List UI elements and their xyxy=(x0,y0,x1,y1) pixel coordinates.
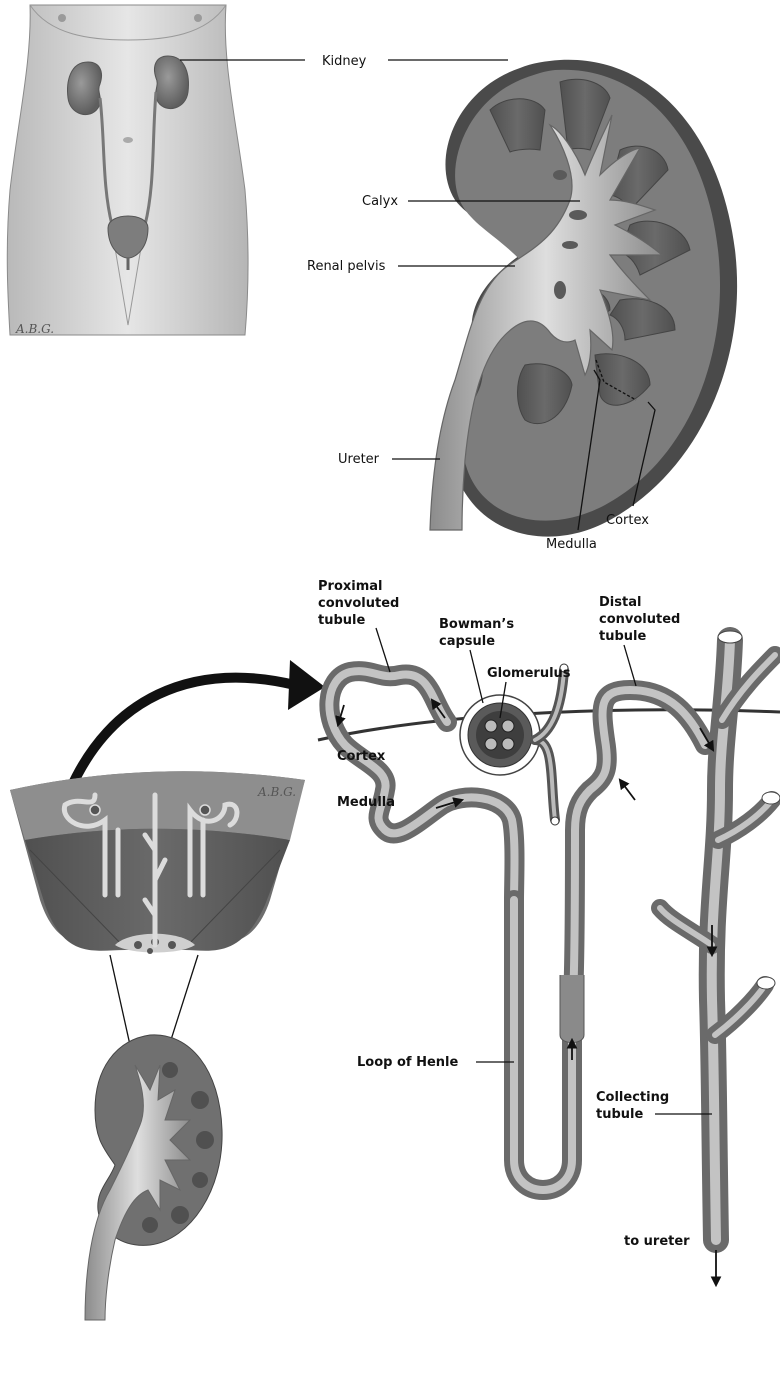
label-distal-2: convoluted xyxy=(599,612,680,627)
right-kidney-small xyxy=(155,56,189,109)
label-kidney: Kidney xyxy=(322,54,367,69)
label-cortex-nephron: Cortex xyxy=(337,749,386,764)
collecting-tubule xyxy=(660,631,780,1240)
label-proximal-1: Proximal xyxy=(318,579,383,594)
artist-mark-top: A.B.G. xyxy=(15,322,54,336)
label-loop-of-henle: Loop of Henle xyxy=(357,1055,458,1070)
torso-illustration: A.B.G. xyxy=(7,5,248,336)
label-bowman-2: capsule xyxy=(439,634,495,649)
label-proximal-2: convoluted xyxy=(318,596,399,611)
small-kidney-section xyxy=(85,1035,222,1320)
kidney-lobe-wedge: A.B.G. xyxy=(10,771,305,954)
left-kidney-small xyxy=(68,62,102,115)
label-ureter: Ureter xyxy=(338,452,380,467)
label-distal-1: Distal xyxy=(599,595,641,610)
label-collecting-1: Collecting xyxy=(596,1090,669,1105)
label-cortex-top: Cortex xyxy=(606,513,649,528)
artist-mark-lobe: A.B.G. xyxy=(257,785,296,799)
label-distal-3: tubule xyxy=(599,629,646,644)
label-to-ureter: to ureter xyxy=(624,1234,690,1249)
label-renal-pelvis: Renal pelvis xyxy=(307,259,386,274)
kidney-cross-section xyxy=(430,60,737,537)
label-calyx: Calyx xyxy=(362,194,398,209)
label-medulla-nephron: Medulla xyxy=(337,795,395,810)
label-collecting-2: tubule xyxy=(596,1107,643,1122)
label-medulla-top: Medulla xyxy=(546,537,597,552)
label-glomerulus: Glomerulus xyxy=(487,666,571,681)
label-proximal-3: tubule xyxy=(318,613,365,628)
nephron-illustration xyxy=(318,631,780,1285)
label-bowman-1: Bowman’s xyxy=(439,617,514,632)
